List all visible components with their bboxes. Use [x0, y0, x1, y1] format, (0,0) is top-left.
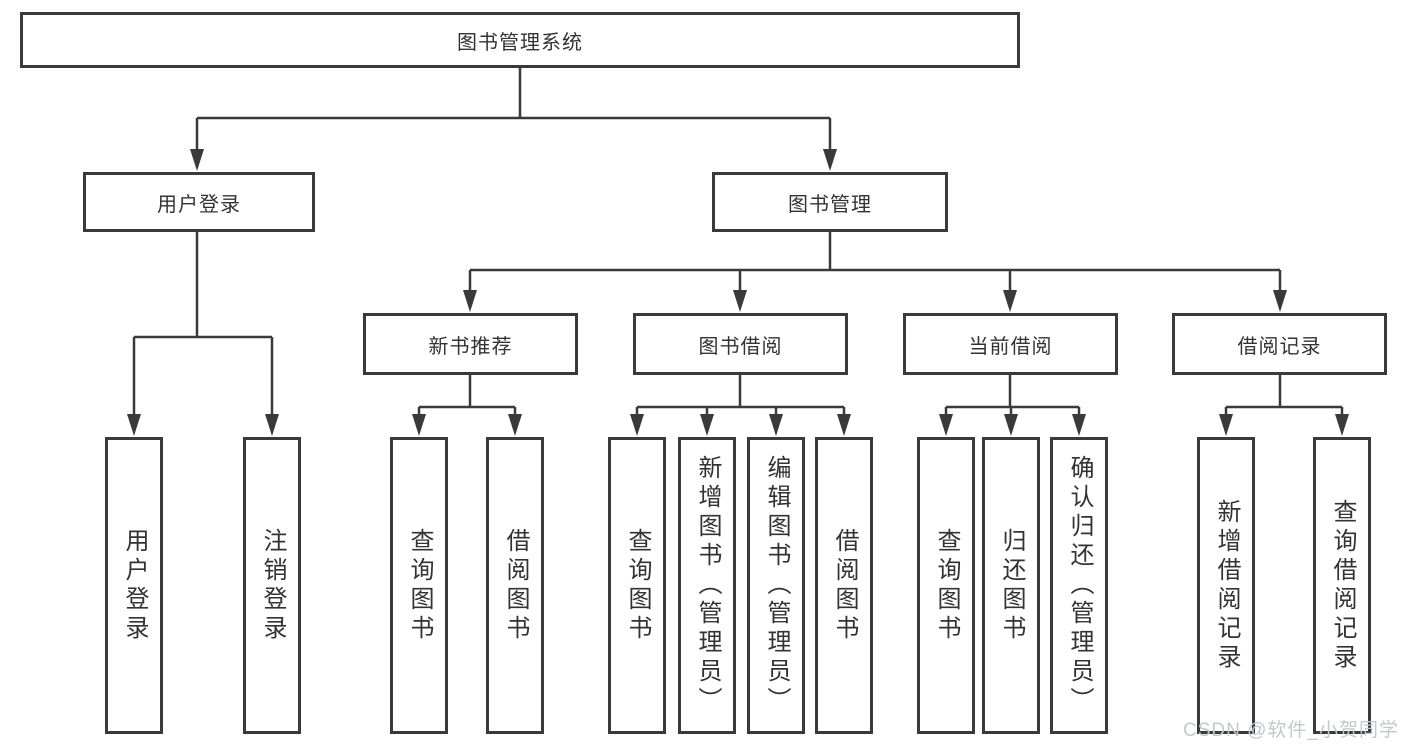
- node-leaf-logout: 注销登录: [243, 437, 301, 734]
- connector-line: [468, 232, 1282, 291]
- node-book-management: 图书管理: [712, 172, 948, 232]
- connector-line: [1224, 375, 1344, 415]
- node-br-query-record: 查询借阅记录: [1313, 437, 1371, 734]
- node-label: 借阅记录: [1237, 335, 1322, 358]
- node-user-login: 用户登录: [83, 172, 315, 232]
- node-label: 编辑图书（管理员）: [763, 455, 790, 716]
- arrowhead-icon: [463, 290, 477, 312]
- node-cb-confirm-return-admin: 确认归还（管理员）: [1050, 437, 1108, 734]
- arrowhead-icon: [508, 414, 522, 436]
- arrowhead-icon: [265, 414, 279, 436]
- arrowhead-icon: [1072, 414, 1086, 436]
- node-borrowing-records: 借阅记录: [1172, 313, 1387, 375]
- node-label: 新书推荐: [428, 335, 513, 358]
- arrowhead-icon: [127, 414, 141, 436]
- node-book-borrowing: 图书借阅: [633, 313, 848, 375]
- node-cb-query-books: 查询图书: [917, 437, 975, 734]
- arrowhead-icon: [733, 290, 747, 312]
- arrowhead-icon: [1219, 414, 1233, 436]
- node-cb-return-books: 归还图书: [982, 437, 1040, 734]
- node-label: 当前借阅: [968, 335, 1053, 358]
- node-label: 查询图书: [406, 527, 433, 644]
- node-label: 归还图书: [998, 527, 1025, 644]
- connector-borrowing-records-to-leaves: [1219, 375, 1349, 436]
- arrowhead-icon: [412, 414, 426, 436]
- node-label: 用户登录: [157, 193, 241, 216]
- connector-current-borrowing-to-leaves: [939, 375, 1086, 436]
- arrowhead-icon: [837, 414, 851, 436]
- arrowhead-icon: [1273, 290, 1287, 312]
- node-rec-query-books: 查询图书: [390, 437, 448, 734]
- node-rec-borrow-books: 借阅图书: [486, 437, 544, 734]
- arrowhead-icon: [1004, 414, 1018, 436]
- node-label: 借阅图书: [831, 527, 858, 644]
- node-label: 图书借阅: [698, 335, 783, 358]
- node-label: 借阅图书: [502, 527, 529, 644]
- node-leaf-user-login: 用户登录: [105, 437, 163, 734]
- node-label: 查询图书: [933, 527, 960, 644]
- node-label: 查询图书: [624, 527, 651, 644]
- node-label: 图书管理: [788, 193, 872, 216]
- arrowhead-icon: [630, 414, 644, 436]
- node-label: 注销登录: [259, 527, 286, 644]
- node-current-borrowing: 当前借阅: [903, 313, 1118, 375]
- connector-root-to-level2: [190, 68, 837, 171]
- arrowhead-icon: [1335, 414, 1349, 436]
- connector-line: [132, 232, 274, 415]
- connector-book-borrowing-to-leaves: [630, 375, 851, 436]
- connector-new-book-recommend-to-leaves: [412, 375, 522, 436]
- connector-line: [417, 375, 517, 415]
- arrowhead-icon: [769, 414, 783, 436]
- connector-line: [944, 375, 1081, 415]
- node-library-management-system: 图书管理系统: [20, 12, 1020, 68]
- arrowhead-icon: [823, 149, 837, 171]
- node-label: 确认归还（管理员）: [1066, 455, 1093, 716]
- connector-line: [635, 375, 846, 415]
- node-label: 查询借阅记录: [1329, 498, 1356, 673]
- connector-user-login-to-leaves: [127, 232, 279, 436]
- connector-book-management-to-level3: [463, 232, 1287, 312]
- node-new-book-recommend: 新书推荐: [363, 313, 578, 375]
- node-bb-add-books-admin: 新增图书（管理员）: [678, 437, 736, 734]
- node-bb-borrow-books: 借阅图书: [815, 437, 873, 734]
- node-label: 用户登录: [121, 527, 148, 644]
- arrowhead-icon: [190, 149, 204, 171]
- node-bb-edit-books-admin: 编辑图书（管理员）: [747, 437, 805, 734]
- node-label: 图书管理系统: [457, 31, 583, 54]
- node-bb-query-books: 查询图书: [608, 437, 666, 734]
- arrowhead-icon: [700, 414, 714, 436]
- arrowhead-icon: [1003, 290, 1017, 312]
- arrowhead-icon: [939, 414, 953, 436]
- node-br-add-record: 新增借阅记录: [1197, 437, 1255, 734]
- node-label: 新增借阅记录: [1213, 498, 1240, 673]
- connector-line: [195, 68, 832, 150]
- node-label: 新增图书（管理员）: [694, 455, 721, 716]
